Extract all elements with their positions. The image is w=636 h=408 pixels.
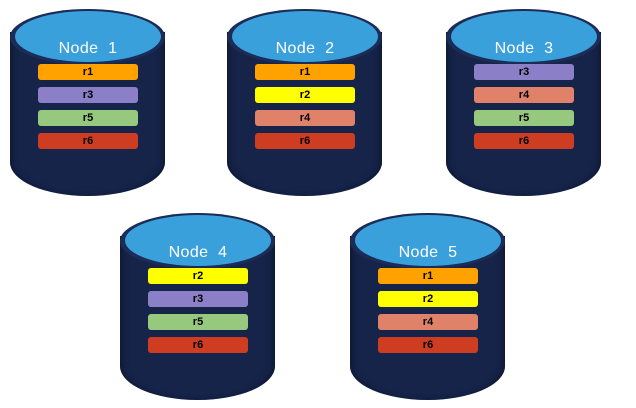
- replica-bar[interactable]: r5: [474, 110, 574, 126]
- replica-bar[interactable]: r6: [255, 133, 355, 149]
- node-cylinder-top-disc: [125, 215, 271, 266]
- database-node-4[interactable]: Node 4 r2 r3 r5 r6: [120, 210, 275, 400]
- database-node-3[interactable]: Node 3 r3 r4 r5 r6: [446, 6, 601, 196]
- replica-bar[interactable]: r1: [255, 64, 355, 80]
- database-node-5[interactable]: Node 5 r1 r2 r4 r6: [350, 210, 505, 400]
- node-cylinder-top-disc: [15, 11, 161, 62]
- replica-list: r1 r2 r4 r6: [255, 64, 355, 149]
- node-label: Node 2: [275, 40, 335, 57]
- replica-bar[interactable]: r5: [148, 314, 248, 330]
- database-node-2[interactable]: Node 2 r1 r2 r4 r6: [227, 6, 382, 196]
- database-node-1[interactable]: Node 1 r1 r3 r5 r6: [10, 6, 165, 196]
- node-cylinder-top-disc: [355, 215, 501, 266]
- replica-list: r2 r3 r5 r6: [148, 268, 248, 353]
- replica-bar[interactable]: r6: [474, 133, 574, 149]
- replica-bar[interactable]: r2: [378, 291, 478, 307]
- node-label: Node 4: [168, 244, 228, 261]
- replica-bar[interactable]: r2: [148, 268, 248, 284]
- replica-bar[interactable]: r1: [38, 64, 138, 80]
- node-cylinder-top-disc: [451, 11, 597, 62]
- replica-bar[interactable]: r4: [474, 87, 574, 103]
- replica-bar[interactable]: r6: [38, 133, 138, 149]
- replica-bar[interactable]: r5: [38, 110, 138, 126]
- node-label: Node 5: [398, 244, 458, 261]
- replica-bar[interactable]: r2: [255, 87, 355, 103]
- replica-bar[interactable]: r6: [148, 337, 248, 353]
- node-cylinder-top-disc: [232, 11, 378, 62]
- replica-bar[interactable]: r3: [38, 87, 138, 103]
- node-label: Node 1: [58, 40, 118, 57]
- replica-list: r3 r4 r5 r6: [474, 64, 574, 149]
- replica-list: r1 r2 r4 r6: [378, 268, 478, 353]
- node-label: Node 3: [494, 40, 554, 57]
- replica-bar[interactable]: r1: [378, 268, 478, 284]
- replica-bar[interactable]: r4: [378, 314, 478, 330]
- replica-bar[interactable]: r4: [255, 110, 355, 126]
- replica-bar[interactable]: r3: [474, 64, 574, 80]
- replica-list: r1 r3 r5 r6: [38, 64, 138, 149]
- replica-bar[interactable]: r3: [148, 291, 248, 307]
- replica-bar[interactable]: r6: [378, 337, 478, 353]
